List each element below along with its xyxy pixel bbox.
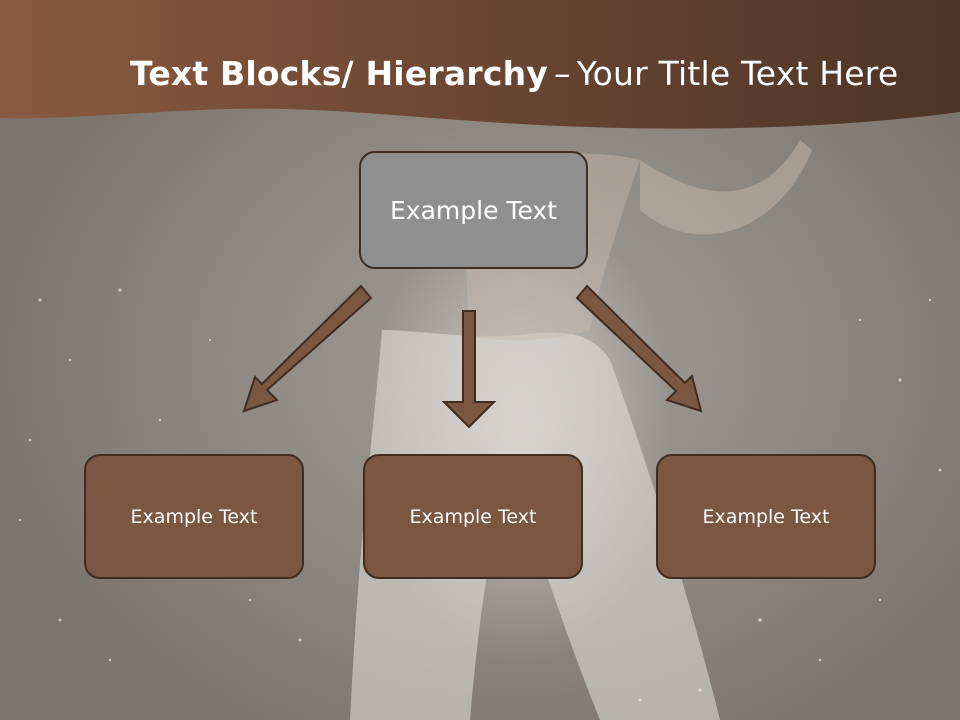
title-rest: Your Title Text Here bbox=[576, 54, 899, 93]
arrow-middle bbox=[441, 310, 497, 429]
title-bold: Text Blocks/ Hierarchy bbox=[130, 54, 548, 93]
arrow-right bbox=[575, 284, 703, 413]
top-text-box[interactable]: Example Text bbox=[359, 151, 588, 269]
child-text-box-3[interactable]: Example Text bbox=[656, 454, 876, 579]
top-box-label: Example Text bbox=[390, 195, 557, 225]
child-text-box-1[interactable]: Example Text bbox=[84, 454, 304, 579]
arrow-left bbox=[242, 284, 373, 413]
slide-title: Text Blocks/ Hierarchy–Your Title Text H… bbox=[130, 54, 930, 93]
child-box-label: Example Text bbox=[409, 505, 537, 528]
child-box-label: Example Text bbox=[702, 505, 830, 528]
child-text-box-2[interactable]: Example Text bbox=[363, 454, 583, 579]
child-box-label: Example Text bbox=[130, 505, 258, 528]
header-banner bbox=[0, 0, 960, 129]
title-separator: – bbox=[553, 54, 571, 93]
